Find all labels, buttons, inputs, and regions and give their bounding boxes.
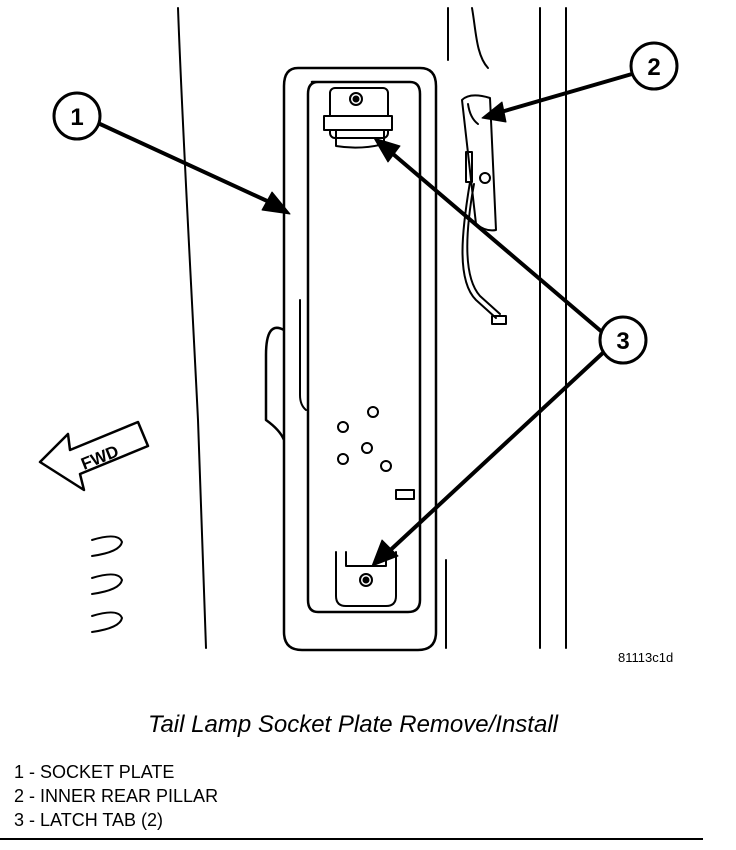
legend-item: 1 - SOCKET PLATE: [14, 762, 175, 782]
socket-plate: [264, 66, 438, 652]
legend-text: LATCH TAB (2): [40, 810, 164, 830]
figure-caption: Tail Lamp Socket Plate Remove/Install: [148, 711, 558, 738]
body-panel: [177, 7, 567, 649]
legend-text: INNER REAR PILLAR: [40, 786, 219, 806]
legend-number: 2: [14, 786, 25, 806]
legend-number: 1: [14, 762, 25, 782]
vent-louvers: [91, 535, 123, 633]
fwd-arrow-icon: FWD: [38, 420, 150, 492]
technical-illustration: FWD 1 2 3: [38, 7, 679, 652]
socket-holes: [337, 406, 415, 500]
callout-3-number: 3: [616, 328, 629, 355]
divider: [0, 838, 703, 840]
inner-rear-pillar: [461, 94, 507, 325]
figure-id: 81113c1d: [618, 650, 674, 665]
callout-2-number: 2: [647, 54, 660, 81]
legend-text: SOCKET PLATE: [40, 762, 175, 782]
callout-1: 1: [52, 91, 102, 141]
legend: 1 - SOCKET PLATE 2 - INNER REAR PILLAR 3…: [14, 760, 218, 832]
callout-2: 2: [629, 41, 679, 91]
leader-arrows: [98, 72, 634, 567]
legend-number: 3: [14, 810, 25, 830]
legend-item: 3 - LATCH TAB (2): [14, 810, 164, 830]
callout-3: 3: [598, 315, 648, 365]
callout-1-number: 1: [70, 104, 83, 131]
latch-tab-top: [323, 87, 393, 149]
legend-item: 2 - INNER REAR PILLAR: [14, 786, 219, 806]
